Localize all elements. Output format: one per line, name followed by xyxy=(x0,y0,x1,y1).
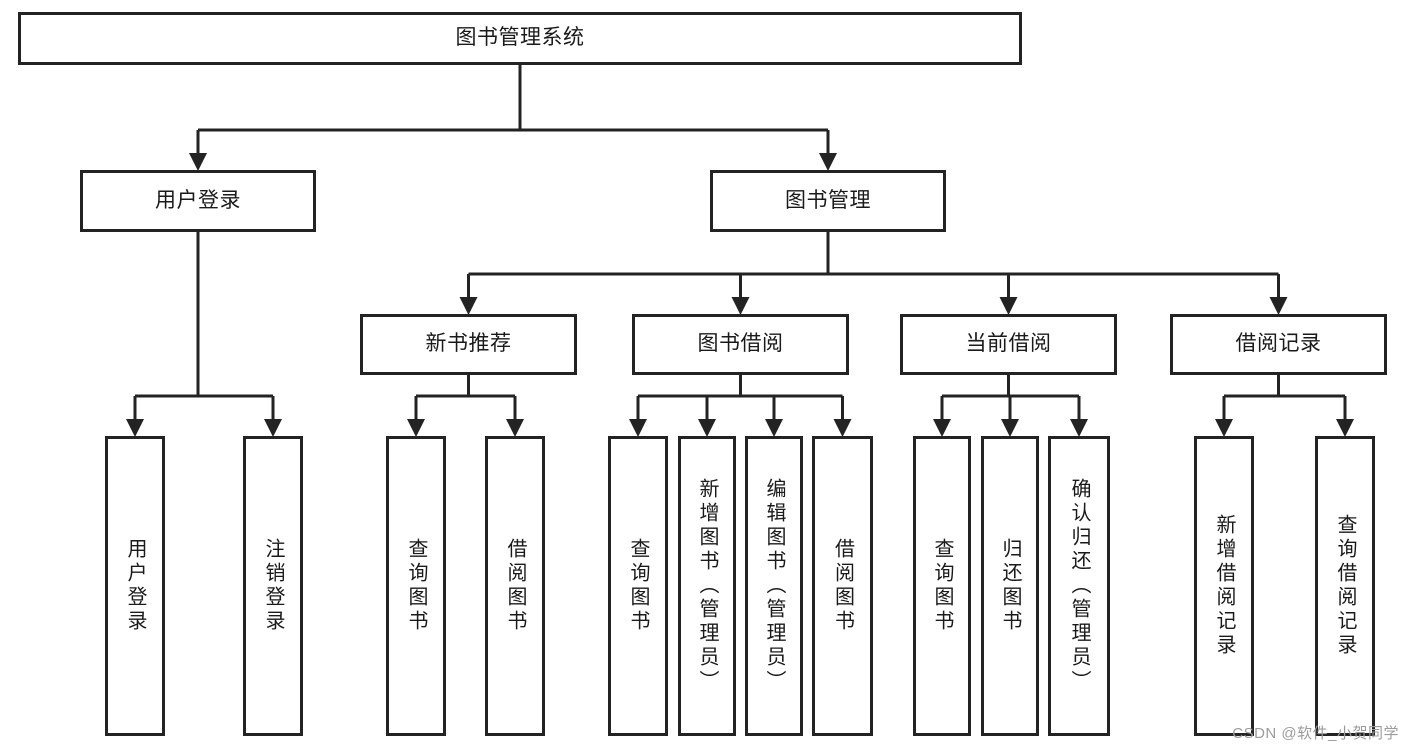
node-box-l2_d[interactable] xyxy=(1170,314,1387,375)
node-box-l2_c[interactable] xyxy=(900,314,1117,375)
node-box-leaf_11[interactable] xyxy=(1048,436,1110,736)
arrow-head-icon xyxy=(189,153,207,171)
edges-layer xyxy=(126,65,1354,437)
arrow-head-icon xyxy=(629,419,647,437)
node-box-leaf_5[interactable] xyxy=(608,436,668,736)
arrow-head-icon xyxy=(1269,297,1288,315)
node-box-leaf_10[interactable] xyxy=(981,436,1039,736)
arrow-head-icon xyxy=(407,419,425,437)
arrow-head-icon xyxy=(765,419,783,437)
arrow-head-icon xyxy=(999,297,1018,315)
arrow-head-icon xyxy=(833,419,852,437)
node-box-leaf_13[interactable] xyxy=(1315,436,1375,736)
watermark-text: CSDN @软件_小贺同学 xyxy=(1232,725,1399,742)
arrow-head-icon xyxy=(459,297,478,315)
arrow-head-icon xyxy=(126,419,144,437)
arrow-head-icon xyxy=(1336,419,1354,437)
arrow-head-icon xyxy=(264,419,282,437)
node-box-leaf_4[interactable] xyxy=(485,436,545,736)
node-box-l2_a[interactable] xyxy=(360,314,577,375)
node-box-leaf_12[interactable] xyxy=(1194,436,1254,736)
arrow-head-icon xyxy=(731,297,750,315)
node-box-root[interactable] xyxy=(18,12,1022,65)
node-box-leaf_9[interactable] xyxy=(913,436,971,736)
arrow-head-icon xyxy=(819,153,837,171)
node-box-l1_b[interactable] xyxy=(710,170,946,232)
boxes-layer xyxy=(18,12,1387,736)
arrow-head-icon xyxy=(1001,419,1019,437)
arrow-head-icon xyxy=(933,419,951,437)
node-box-leaf_1[interactable] xyxy=(105,436,165,736)
node-box-l2_b[interactable] xyxy=(632,314,849,375)
arrow-head-icon xyxy=(698,419,716,437)
arrow-head-icon xyxy=(1070,419,1088,437)
arrow-head-icon xyxy=(506,419,524,437)
node-box-leaf_8[interactable] xyxy=(812,436,873,736)
node-box-leaf_3[interactable] xyxy=(386,436,446,736)
node-box-l1_a[interactable] xyxy=(80,170,316,232)
node-box-leaf_6[interactable] xyxy=(678,436,736,736)
arrow-head-icon xyxy=(1215,419,1233,437)
node-box-leaf_2[interactable] xyxy=(243,436,303,736)
node-box-leaf_7[interactable] xyxy=(745,436,803,736)
